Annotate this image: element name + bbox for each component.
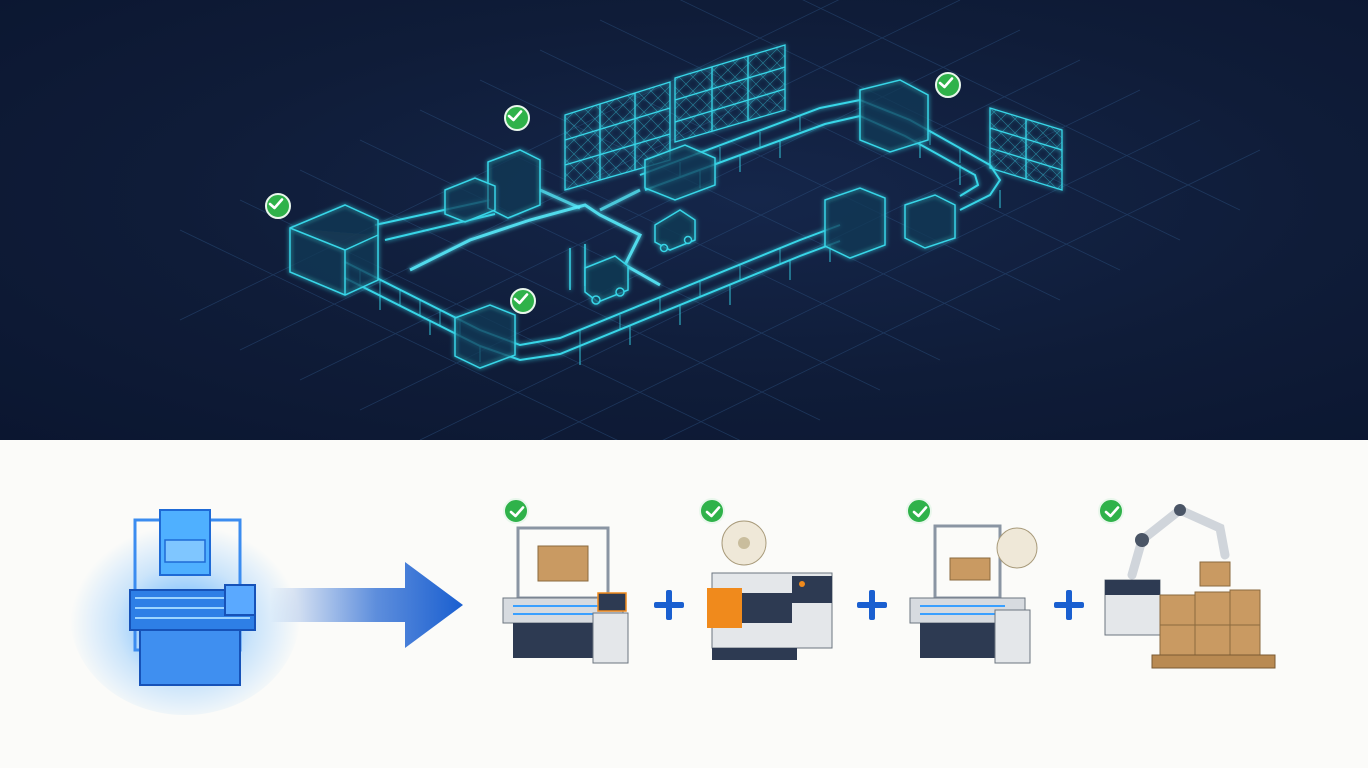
sealer-station [824, 187, 956, 259]
storage-rack-3 [989, 107, 1063, 191]
case-erector-machine [498, 518, 638, 668]
factory-wireframe [179, 0, 1261, 440]
agv-cart [654, 209, 696, 253]
exit-station [454, 304, 516, 369]
agv-path [409, 203, 661, 287]
check-icon [510, 288, 536, 314]
film-wrapping-machine [702, 518, 842, 668]
integrated-packaging-machine [70, 480, 300, 720]
check-icon [503, 498, 529, 524]
robotic-palletizer [1100, 500, 1280, 680]
packaging-station-top [444, 149, 541, 223]
machine-breakdown-panel [0, 440, 1368, 768]
storage-rack-2 [674, 44, 786, 143]
central-machine [644, 144, 716, 201]
wrapper-station [859, 79, 929, 153]
check-icon [504, 105, 530, 131]
plus-icon [652, 588, 686, 622]
check-icon [699, 498, 725, 524]
check-icon [906, 498, 932, 524]
plus-icon [1052, 588, 1086, 622]
check-icon [1098, 498, 1124, 524]
carton-sealer-machine [905, 518, 1045, 668]
forklift [569, 244, 629, 305]
check-icon [265, 193, 291, 219]
plus-icon [855, 588, 889, 622]
loading-station [289, 204, 379, 296]
right-arrow-icon [270, 562, 463, 648]
check-icon [935, 72, 961, 98]
factory-layout-panel [0, 0, 1368, 440]
